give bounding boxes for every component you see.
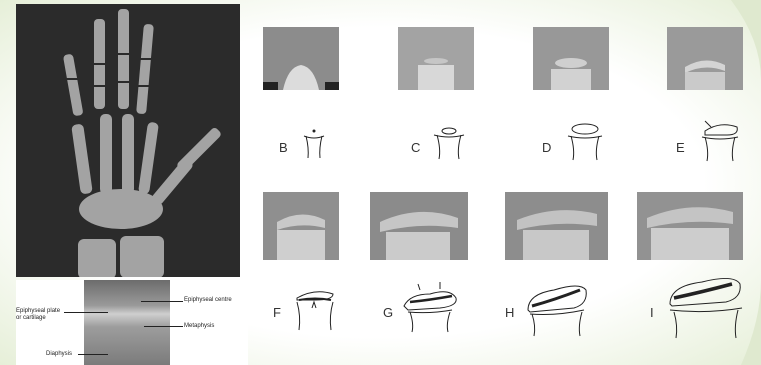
sketch-g (400, 280, 462, 332)
stage-letter-h: H (505, 305, 514, 320)
radiograph-thumb-e (667, 27, 743, 90)
sketch-f (293, 288, 337, 330)
sketch-c (432, 125, 466, 159)
radiograph-thumb-i (637, 192, 743, 260)
stage-letter-i: I (650, 305, 654, 320)
label-epiphyseal-plate: Epiphyseal plate (16, 308, 60, 315)
radiograph-thumb-h (505, 192, 608, 260)
stage-letter-f: F (273, 305, 281, 320)
sketch-h (524, 280, 592, 336)
stage-letter-d: D (542, 140, 551, 155)
label-diaphysis: Diaphysis (46, 351, 72, 358)
labeled-radiograph: Epiphyseal centre Epiphyseal plate or ca… (16, 280, 248, 365)
radiograph-thumb-d (533, 27, 609, 90)
pointer-line (141, 301, 183, 302)
stage-letter-e: E (676, 140, 685, 155)
pointer-line (64, 312, 108, 313)
label-metaphysis: Metaphysis (184, 323, 214, 330)
stage-letter-b: B (279, 140, 288, 155)
sketch-d (565, 122, 605, 160)
radiograph-crop (84, 280, 170, 365)
stage-letter-c: C (411, 140, 420, 155)
pointer-line (144, 326, 183, 327)
sketch-e (697, 117, 743, 161)
stage-letter-g: G (383, 305, 393, 320)
hand-radiograph (16, 4, 240, 277)
label-or-cartilage: or cartilage (16, 315, 46, 322)
radiograph-thumb-b (263, 27, 339, 90)
radiograph-thumb-f (263, 192, 339, 260)
label-epiphyseal-centre: Epiphyseal centre (184, 297, 232, 304)
pointer-line (78, 354, 108, 355)
radiograph-thumb-c (398, 27, 474, 90)
sketch-i (666, 272, 746, 338)
radiograph-thumb-g (370, 192, 468, 260)
sketch-b (303, 128, 325, 158)
